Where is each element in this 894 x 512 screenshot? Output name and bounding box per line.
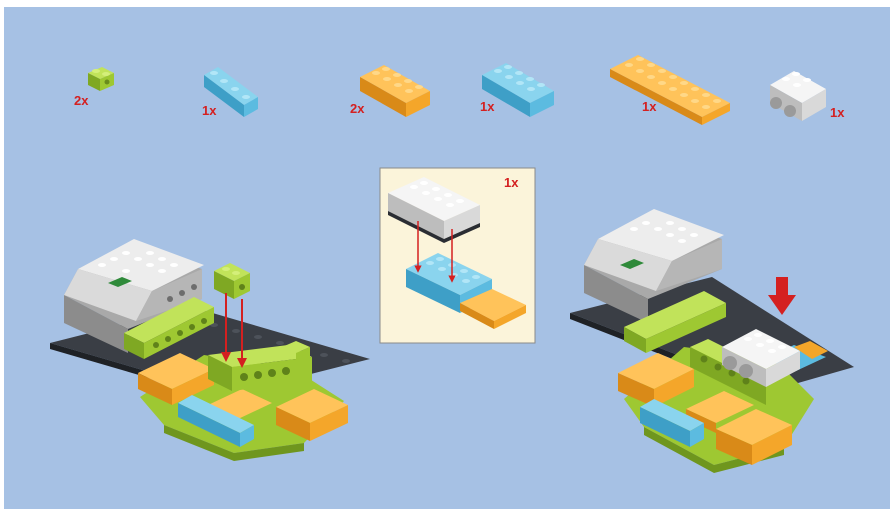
inset-qty: 1x	[504, 175, 519, 190]
part-5-qty: 1x	[642, 99, 657, 114]
instruction-panel: 2x 1x 2x	[4, 7, 890, 509]
part-6-qty: 1x	[830, 105, 845, 120]
part-1-qty: 2x	[74, 93, 89, 108]
part-3-qty: 2x	[350, 101, 365, 116]
center-inset: 1x	[380, 168, 535, 343]
part-4-qty: 1x	[480, 99, 495, 114]
part-2-qty: 1x	[202, 103, 217, 118]
